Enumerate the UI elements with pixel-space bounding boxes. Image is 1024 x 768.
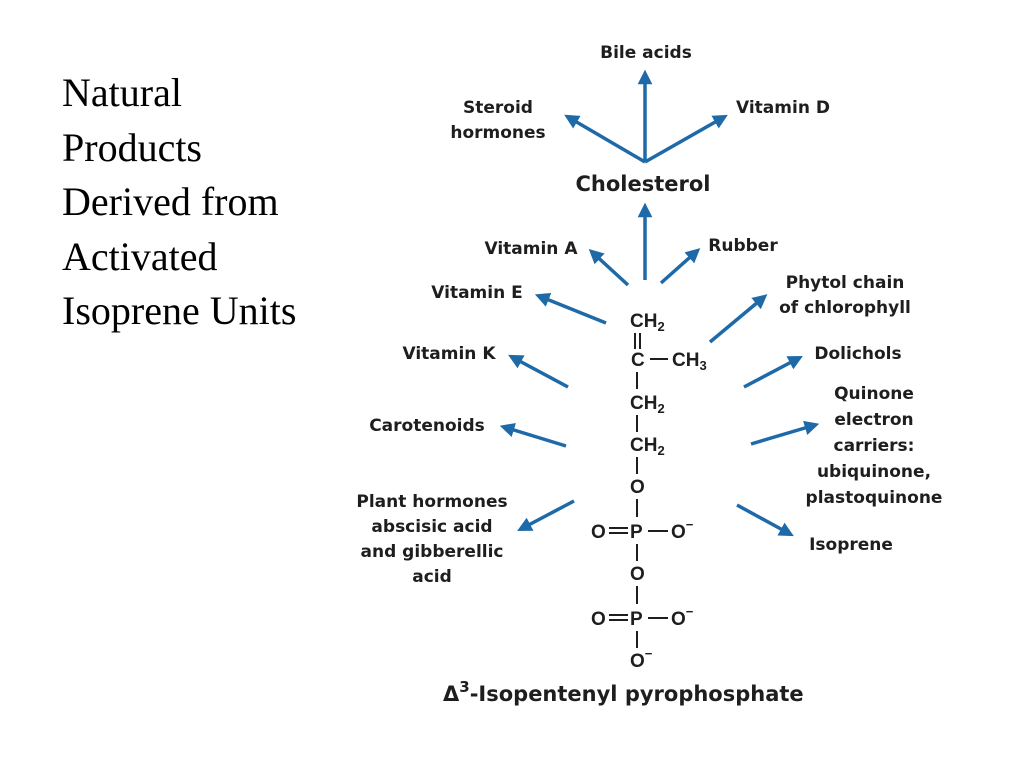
label-vitamin-a: Vitamin A [484,239,578,259]
title-line-1: Natural [62,70,182,115]
atom-c: C [631,350,645,371]
atom-o-minus-terminal: O− [630,646,653,672]
molecule-name: Δ3-Isopentenyl pyrophosphate [443,678,804,706]
label-quinone-2: electron [834,410,913,430]
label-plant-hormones-4: acid [412,567,452,587]
label-vitamin-k: Vitamin K [402,344,496,364]
label-phytol-2: of chlorophyll [779,298,911,318]
atom-p-2: P [630,609,643,630]
atom-o-dbl-1: O [591,522,606,543]
arrow-to-vitamin-d [644,114,728,164]
atom-o-minus-1: O− [671,517,694,543]
arrow-to-vitamin-k [508,354,569,389]
label-quinone-4: ubiquinone, [817,462,931,482]
arrow-to-plant-hormones [517,499,575,532]
label-quinone-3: carriers: [834,436,915,456]
atom-o-dbl-2: O [591,609,606,630]
label-plant-hormones-2: abscisic acid [371,517,492,537]
atom-ch2-middle: CH2 [630,393,665,416]
atom-ch2-lower: CH2 [630,435,665,458]
label-quinone-1: Quinone [834,384,914,404]
arrow-to-vitamin-a [588,249,630,287]
arrow-to-dolichols [743,355,803,389]
label-steroid-hormones-1: Steroid [463,98,533,118]
label-vitamin-d: Vitamin D [736,98,830,118]
arrow-to-rubber [659,248,701,285]
atom-ch3: CH3 [672,350,707,373]
label-plant-hormones-3: and gibberellic [361,542,504,562]
label-plant-hormones-1: Plant hormones [356,492,507,512]
atom-o-2: O [630,564,645,585]
atom-p-1: P [630,522,643,543]
title-line-4: Activated [62,233,218,279]
title-line-5: Isoprene Units [62,288,297,333]
slide-title: Natural Products Derived from Activated … [62,66,362,339]
label-vitamin-e: Vitamin E [431,283,522,303]
atom-o-1: O [630,477,645,498]
arrow-to-carotenoids [499,422,567,448]
arrow-to-quinones [750,420,820,446]
molecule-structure: CH2 C CH3 CH2 CH2 O O P O− O O P O− [591,311,707,672]
atom-o-minus-2: O− [671,604,694,630]
atom-ch2-top: CH2 [630,311,665,334]
arrow-to-phytol [708,294,768,344]
title-line-2: Products [62,124,202,170]
arrow-to-isoprene [736,503,794,537]
arrow-to-steroid-hormones [564,114,646,164]
label-carotenoids: Carotenoids [369,416,485,436]
label-bile-acids: Bile acids [600,43,692,63]
label-quinone-5: plastoquinone [806,488,943,508]
title-line-3: Derived from [62,179,279,224]
label-rubber: Rubber [708,236,778,256]
label-isoprene: Isoprene [809,535,893,555]
label-dolichols: Dolichols [814,344,901,364]
arrow-to-vitamin-e [534,293,607,325]
label-phytol-1: Phytol chain [786,273,905,293]
label-steroid-hormones-2: hormones [450,123,545,143]
label-cholesterol: Cholesterol [576,172,711,196]
